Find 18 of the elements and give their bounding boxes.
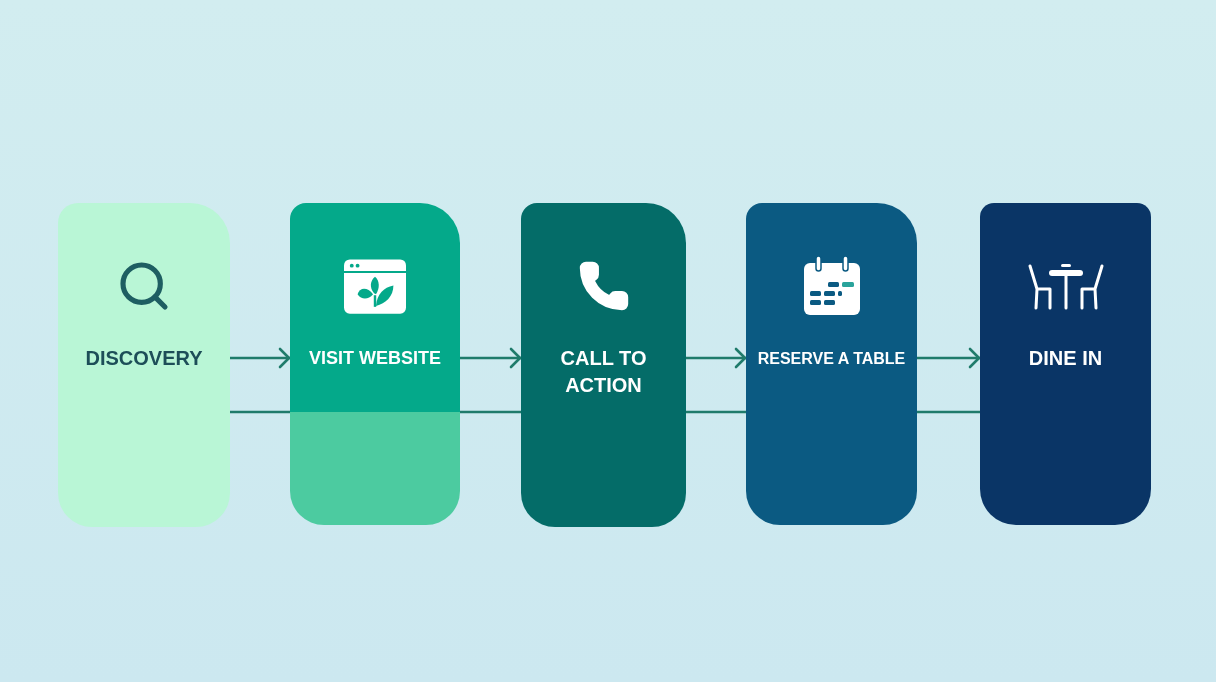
step-card [290,203,460,525]
arrow [460,347,522,369]
arrow [917,347,981,369]
step-label: VISIT WEBSITE [309,347,441,370]
step-card [980,203,1151,525]
connector-line [917,410,980,414]
step-label: DISCOVERY [85,346,203,371]
step-label: CALL TO ACTION [559,346,648,398]
step-card [746,203,917,525]
arrow [686,347,747,369]
step-label: DINE IN [1028,346,1103,371]
connector-line [686,410,746,414]
step-label: RESERVE A TABLE [757,349,906,369]
step-card [521,203,686,527]
connector-line [230,410,290,414]
step-card [58,203,230,527]
connector-line [460,410,521,414]
arrow [230,347,291,369]
